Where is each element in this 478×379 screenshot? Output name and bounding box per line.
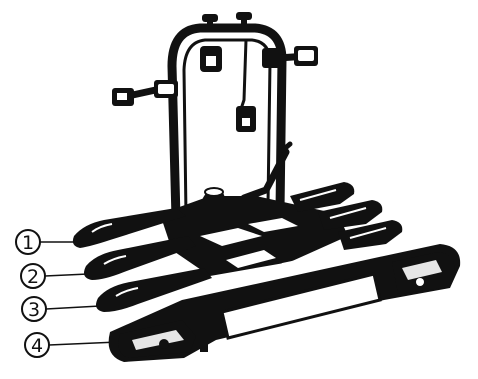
callout-2: 2	[21, 264, 88, 288]
callout-4: 4	[25, 333, 118, 357]
right-frame-clamp	[262, 46, 318, 68]
callout-number: 3	[28, 299, 40, 321]
callout-number: 1	[22, 232, 34, 254]
carrier-frame	[172, 12, 290, 218]
callout-3: 3	[22, 297, 100, 321]
callout-1: 1	[16, 230, 74, 254]
left-frame-clamp	[112, 80, 178, 106]
callout-number: 2	[27, 266, 39, 288]
callout-number: 4	[31, 335, 43, 357]
